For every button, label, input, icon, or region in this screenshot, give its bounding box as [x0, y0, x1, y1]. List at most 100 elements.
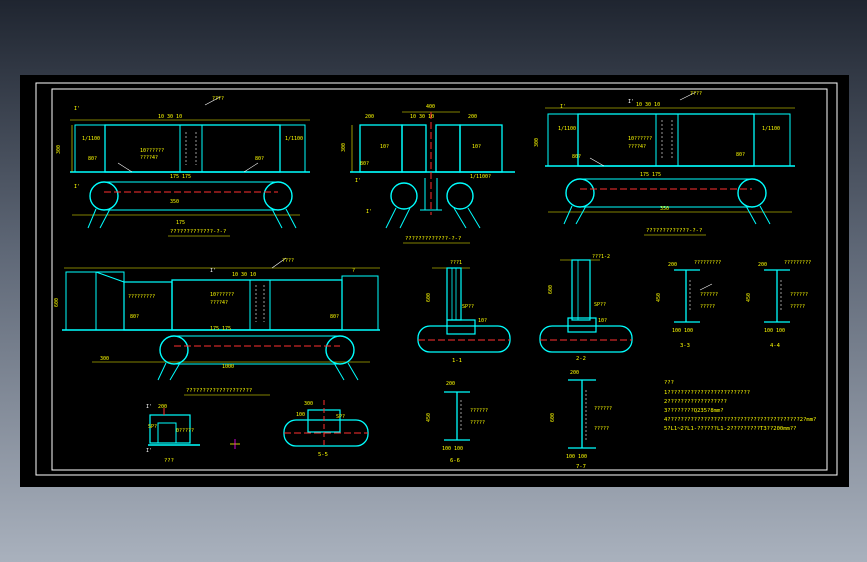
note-line-1: 1????????????????????????? [664, 390, 750, 396]
notes-title: ??? [664, 380, 674, 386]
detail-8-section: 200 ????????? ?????? ????? 450 100 100 4… [746, 260, 811, 349]
note-line-4: 4???????????????????????????????????????… [664, 417, 816, 423]
sheet-background [20, 75, 849, 487]
outer-frame [35, 82, 838, 476]
svg-text:200: 200 [468, 114, 477, 120]
svg-text:350: 350 [660, 206, 669, 212]
detail-9-plate: 200 0????? SP? I' I' ??? [146, 404, 200, 464]
detail-5-label: 1-1 [452, 358, 462, 364]
svg-text:I': I' [146, 404, 152, 410]
svg-text:400: 400 [426, 104, 435, 110]
svg-text:????: ???? [690, 91, 702, 97]
detail-7-section: 200 ????????? ?????? ????? 450 100 100 3… [656, 260, 721, 349]
svg-text:600: 600 [550, 413, 556, 422]
svg-text:80?: 80? [330, 314, 339, 320]
svg-text:80?: 80? [360, 161, 369, 167]
note-line-5: 5?L1~2?L1-??????L1-2?????????T3??200mm?? [664, 426, 796, 432]
svg-text:????4?: ????4? [628, 144, 646, 150]
svg-text:????: ???? [212, 96, 224, 102]
svg-text:I': I' [74, 184, 80, 190]
svg-text:I': I' [560, 104, 566, 110]
note-line-2: 2?????????????????? [664, 399, 727, 405]
svg-text:1/1100: 1/1100 [285, 136, 303, 142]
svg-text:600: 600 [548, 285, 554, 294]
svg-text:10?: 10? [472, 144, 481, 150]
detail-11-section: 200 ?????? ????? 450 100 100 6-6 [426, 381, 488, 464]
centre-mark [230, 439, 240, 449]
svg-text:I': I' [210, 268, 216, 274]
svg-text:100 100: 100 100 [672, 328, 693, 334]
detail-1-label: ?????????????-?-? [170, 229, 226, 235]
detail-6-label: 2-2 [576, 356, 586, 362]
svg-text:200: 200 [668, 262, 677, 268]
svg-text:?: ? [352, 268, 355, 274]
svg-text:80?: 80? [130, 314, 139, 320]
svg-text:?????????: ????????? [694, 260, 721, 266]
detail-3-label: ?????????????-?-? [646, 228, 702, 234]
svg-text:600: 600 [426, 293, 432, 302]
svg-text:SP??: SP?? [462, 304, 474, 310]
svg-text:1/1100: 1/1100 [558, 126, 576, 132]
svg-text:450: 450 [746, 293, 752, 302]
detail-2-label: ?????????????-?-? [405, 236, 461, 242]
detail-1-dim-mid: 175 [176, 220, 185, 226]
svg-text:10 30 10: 10 30 10 [232, 272, 256, 278]
svg-text:450: 450 [656, 293, 662, 302]
svg-text:I': I' [366, 209, 372, 215]
svg-text:??????: ?????? [594, 406, 612, 412]
svg-text:100 100: 100 100 [764, 328, 785, 334]
svg-text:10 30 10: 10 30 10 [410, 114, 434, 120]
detail-4-elevation: 10 30 10 I' ???? ????????? 10?????? ????… [54, 257, 380, 396]
detail-4-label: ???????????????????? [186, 388, 252, 394]
svg-text:200: 200 [570, 370, 579, 376]
svg-text:175 175: 175 175 [170, 174, 191, 180]
svg-text:1/1100?: 1/1100? [470, 174, 491, 180]
svg-text:?????: ????? [700, 304, 715, 310]
svg-text:100: 100 [296, 412, 305, 418]
svg-text:10?: 10? [598, 318, 607, 324]
svg-text:????4?: ????4? [140, 155, 158, 161]
svg-text:0?????: 0????? [176, 428, 194, 434]
inner-frame [51, 88, 828, 471]
svg-text:?????: ????? [790, 304, 805, 310]
detail-2-elevation: 400 10 30 10 200 200 10? 10? 80? 1/1100?… [341, 104, 515, 244]
svg-text:10??????: 10?????? [210, 292, 234, 298]
detail-10-label: 5-5 [318, 452, 328, 458]
svg-text:80?: 80? [88, 156, 97, 162]
svg-text:80?: 80? [572, 154, 581, 160]
svg-text:????4?: ????4? [210, 300, 228, 306]
svg-text:1000: 1000 [222, 364, 234, 370]
svg-text:100 100: 100 100 [566, 454, 587, 460]
detail-1-elevation: 10 30 10 ???? 1/1100 1/1100 10?????? ???… [56, 96, 310, 237]
svg-text:???1: ???1 [450, 260, 462, 266]
svg-text:10 30 10: 10 30 10 [636, 102, 660, 108]
svg-text:175 175: 175 175 [640, 172, 661, 178]
svg-text:I': I' [146, 448, 152, 454]
svg-text:80?: 80? [736, 152, 745, 158]
svg-text:200: 200 [758, 262, 767, 268]
svg-text:SP??: SP?? [594, 302, 606, 308]
svg-text:SP?: SP? [148, 424, 157, 430]
svg-text:I': I' [74, 106, 80, 112]
detail-5-section: ???1 600 SP?? 10? 1-1 [417, 260, 511, 364]
svg-text:10?: 10? [478, 318, 487, 324]
svg-text:350: 350 [170, 199, 179, 205]
svg-text:?????????: ????????? [128, 294, 155, 300]
svg-text:?????: ????? [594, 426, 609, 432]
detail-3-elevation: 10 30 10 I' ???? 1/1100 1/1100 10?????? … [534, 91, 795, 236]
svg-text:200: 200 [158, 404, 167, 410]
general-notes: ??? 1????????????????????????? 2????????… [664, 380, 816, 432]
detail-12-label: 7-7 [576, 464, 586, 470]
svg-text:450: 450 [426, 413, 432, 422]
svg-text:600: 600 [54, 298, 60, 307]
svg-text:???1-2: ???1-2 [592, 254, 610, 260]
svg-text:10??????: 10?????? [140, 148, 164, 154]
svg-text:1/1100: 1/1100 [762, 126, 780, 132]
svg-text:I': I' [355, 178, 361, 184]
svg-text:10 30 10: 10 30 10 [158, 114, 182, 120]
note-line-3: 3????????Q235?8mm? [664, 408, 724, 414]
svg-text:300: 300 [100, 356, 109, 362]
detail-12-section: 200 ?????? ????? 600 100 100 7-7 [550, 370, 612, 470]
